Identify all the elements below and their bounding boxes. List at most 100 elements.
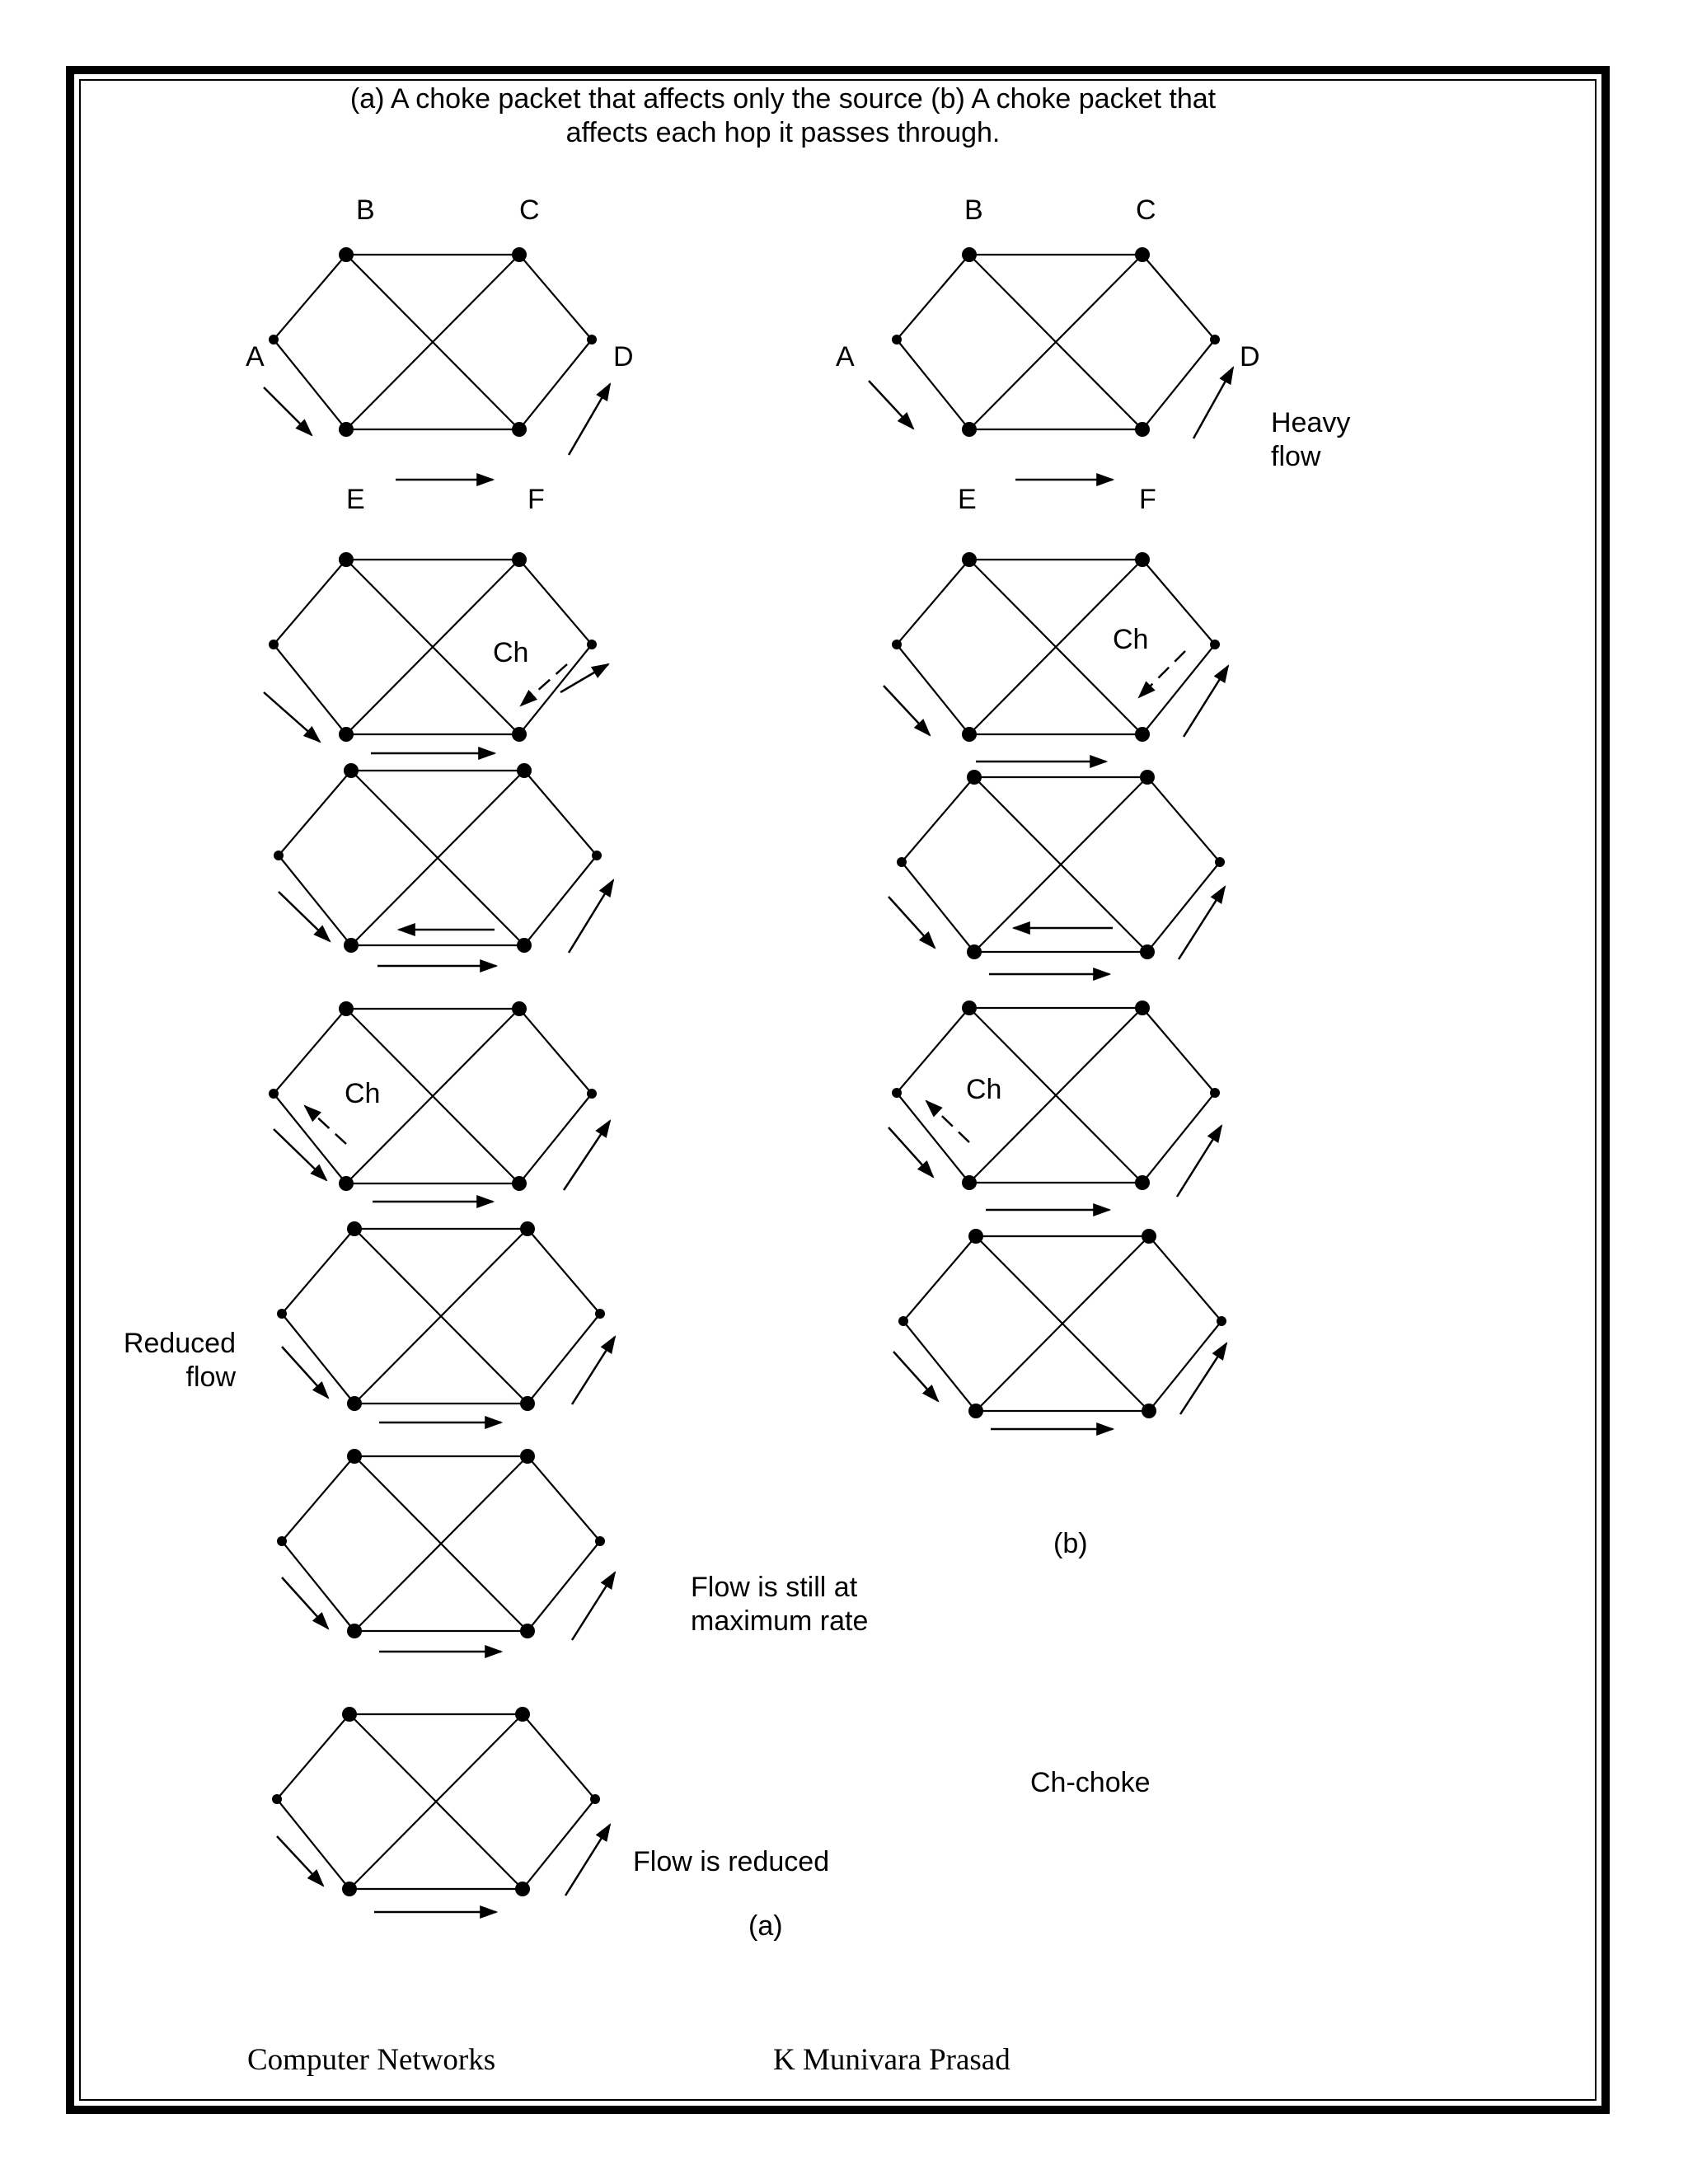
flow-arrow-b4-fd (1175, 1124, 1223, 1197)
graph-a2-node-b (339, 552, 354, 567)
flow-arrow-a1-fd (567, 382, 612, 456)
graph-b5-node-e (968, 1404, 983, 1418)
graph-b1-node-a (892, 335, 902, 344)
graph-a1-node-a (269, 335, 279, 344)
flow-arrow-a3-ae (278, 891, 331, 943)
graph-b2-edge-c-e (968, 559, 1143, 735)
graph-a6-edge-a-e (281, 1540, 355, 1632)
graph-a6-node-c (520, 1449, 535, 1464)
legend-choke: Ch-choke (1030, 1767, 1151, 1798)
graph-b4-node-a (892, 1088, 902, 1098)
graph-a6-edge-c-d (527, 1455, 601, 1542)
graph-a6-edge-a-b (281, 1455, 355, 1542)
flow-arrow-a2-fd (560, 663, 610, 694)
graph-b4-edge-a-e (896, 1092, 970, 1183)
node-label-a-b: A (836, 341, 855, 373)
graph-b1-node-c (1135, 247, 1150, 262)
flow-arrow-b3-ae (888, 896, 936, 949)
graph-a1-node-d (587, 335, 597, 344)
flow-arrow-b1-fd (1192, 366, 1235, 439)
choke-arrow-a2 (519, 663, 568, 707)
graph-b1-node-d (1210, 335, 1220, 344)
flow-arrow-b4-ae (888, 1127, 935, 1179)
graph-b2-node-c (1135, 552, 1150, 567)
graph-a5-edge-f-d (527, 1313, 601, 1404)
graph-b5-node-d (1217, 1316, 1226, 1326)
choke-arrow-b2 (1137, 650, 1186, 699)
graph-a4-node-e (339, 1176, 354, 1191)
graph-b4-edge-a-b (896, 1007, 970, 1094)
flow-arrow-b2-ae (883, 685, 931, 737)
graph-b4-edge-f-d (1142, 1092, 1216, 1183)
node-label-d-a: D (613, 341, 634, 373)
graph-a4-node-b (339, 1001, 354, 1016)
graph-a3-edge-c-e (350, 770, 525, 946)
graph-b1-node-f (1135, 422, 1150, 437)
flow-arrow-b1-ae (868, 380, 915, 430)
graph-b4-node-d (1210, 1088, 1220, 1098)
graph-a7-edge-c-d (522, 1713, 596, 1800)
graph-a3-edge-a-e (278, 855, 352, 946)
flow-arrow-b3-fd (1177, 885, 1226, 960)
graph-b2-node-b (962, 552, 977, 567)
graph-b2-edge-f-d (1142, 644, 1216, 735)
graph-b5-edge-c-d (1148, 1235, 1222, 1322)
graph-b3-edge-f-d (1146, 861, 1221, 953)
reduced-flow-label-line-1: Reduced (124, 1328, 236, 1359)
page-border-outer (66, 66, 1610, 2114)
node-label-f-b: F (1139, 484, 1156, 515)
heavy-flow-label-line-2: flow (1271, 441, 1321, 472)
figure-title-line-1: (a) A choke packet that affects only the… (349, 83, 1217, 115)
graph-b2-node-a (892, 640, 902, 649)
footer-course-title: Computer Networks (247, 2043, 496, 2077)
graph-a5-edge-a-b (281, 1228, 355, 1315)
flow-arrow-a7-fd (564, 1823, 612, 1896)
graph-a4-edge-f-d (518, 1093, 593, 1184)
graph-a4-node-c (512, 1001, 527, 1016)
graph-b3-node-e (967, 944, 982, 959)
flow-arrow-b5-fd (1179, 1342, 1228, 1415)
flow-arrow-a3-fd (567, 879, 615, 954)
figure-title: (a) A choke packet that affects only the… (247, 82, 1319, 150)
graph-b1-node-b (962, 247, 977, 262)
page-border-inner (79, 79, 1597, 2101)
graph-b4-node-c (1135, 1001, 1150, 1015)
reduced-flow-label-line-2: flow (186, 1361, 237, 1393)
graph-a1-node-f (512, 422, 527, 437)
choke-label-a-step4: Ch (345, 1078, 380, 1109)
graph-a4-node-d (587, 1089, 597, 1099)
node-label-c-a: C (519, 194, 540, 226)
graph-a3-node-c (517, 763, 532, 778)
graph-b1-edge-c-e (968, 254, 1143, 430)
graph-a3-edge-f-d (523, 855, 598, 946)
graph-a2-node-f (512, 727, 527, 742)
flow-arrow-b2-fd (1182, 664, 1230, 738)
graph-a5-edge-c-d (527, 1228, 601, 1315)
graph-a7-edge-a-e (276, 1798, 350, 1890)
graph-b2-edge-a-e (896, 644, 970, 735)
graph-b2-node-e (962, 727, 977, 742)
flow-arrow-a4-ae (273, 1128, 328, 1182)
graph-a3-edge-c-d (523, 770, 598, 856)
choke-arrow-a4 (303, 1104, 347, 1145)
graph-a5-edge-c-e (354, 1228, 528, 1404)
graph-a3-node-a (274, 851, 284, 860)
graph-b1-edge-f-d (1142, 339, 1216, 430)
choke-label-b-step2: Ch (1113, 624, 1148, 655)
graph-a2-edge-a-b (273, 559, 347, 645)
graph-a2-edge-c-d (518, 559, 593, 645)
flow-arrow-a2-ae (263, 691, 321, 743)
flow-arrow-a5-ae (281, 1346, 330, 1399)
choke-arrow-b4 (925, 1099, 970, 1143)
graph-a6-node-a (277, 1536, 287, 1546)
graph-a3-node-d (592, 851, 602, 860)
graph-a6-node-d (595, 1536, 605, 1546)
graph-a5-node-b (347, 1221, 362, 1236)
node-label-e-a: E (346, 484, 365, 515)
graph-a4-node-a (269, 1089, 279, 1099)
graph-a1-edge-f-d (518, 339, 593, 430)
graph-b5-node-b (968, 1229, 983, 1244)
heavy-flow-label-line-1: Heavy (1271, 407, 1350, 438)
graph-a7-edge-c-e (349, 1713, 523, 1890)
